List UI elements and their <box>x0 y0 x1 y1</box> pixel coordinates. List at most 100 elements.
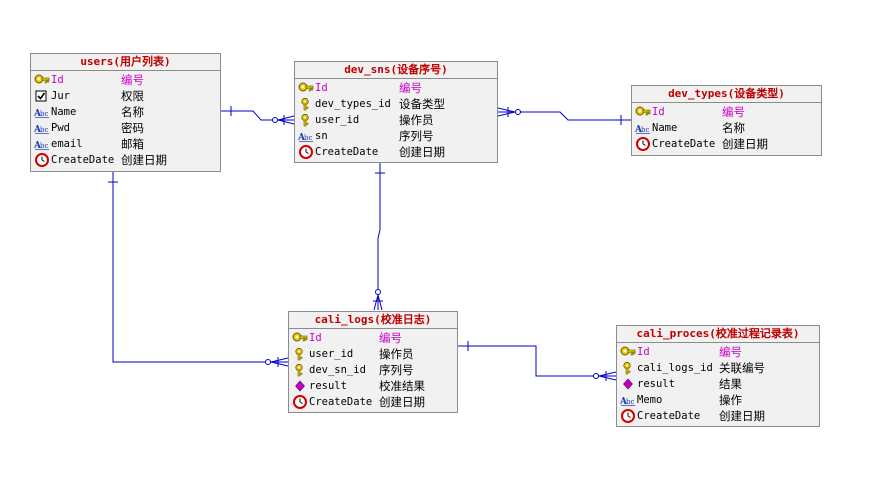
svg-text:b: b <box>626 398 631 406</box>
svg-text:b: b <box>641 126 646 134</box>
key-icon <box>34 73 50 87</box>
field-row[interactable]: CreateDate 创建日期 <box>31 152 220 168</box>
field-label: 编号 <box>121 73 144 87</box>
field-row[interactable]: Id 编号 <box>632 104 821 120</box>
field-label: 编号 <box>719 345 742 359</box>
relation-dev-sns-cali-logs <box>373 163 385 311</box>
field-row[interactable]: CreateDate 创建日期 <box>632 136 821 152</box>
field-label: 编号 <box>379 331 402 345</box>
field-row[interactable]: Id 编号 <box>31 72 220 88</box>
relation-cali-logs-cali-proces <box>458 341 617 381</box>
field-row[interactable]: CreateDate 创建日期 <box>295 144 497 160</box>
field-label: 设备类型 <box>399 97 445 111</box>
fk-icon <box>292 347 308 361</box>
field-name: dev_types_id <box>315 98 391 110</box>
field-label: 创建日期 <box>722 137 768 151</box>
field-name: Jur <box>51 90 70 102</box>
clock-icon <box>620 409 636 423</box>
field-name: CreateDate <box>652 138 716 150</box>
entity-title: cali_logs(校准日志) <box>289 312 457 329</box>
field-name: result <box>309 380 347 392</box>
field-label: 创建日期 <box>121 153 167 167</box>
svg-text:b: b <box>40 110 45 118</box>
field-label: 编号 <box>722 105 745 119</box>
field-name: Name <box>51 106 77 118</box>
svg-text:A: A <box>620 397 628 407</box>
entity-title: dev_sns(设备序号) <box>295 62 497 79</box>
svg-text:c: c <box>631 398 635 406</box>
field-label: 关联编号 <box>719 361 765 375</box>
clock-icon <box>298 145 314 159</box>
field-row[interactable]: user_id 操作员 <box>289 346 457 362</box>
field-label: 操作员 <box>379 347 414 361</box>
svg-text:A: A <box>34 109 42 119</box>
fk-icon <box>298 113 314 127</box>
field-label: 结果 <box>719 377 742 391</box>
field-name: CreateDate <box>637 410 701 422</box>
relation-users-dev-sns <box>221 106 295 125</box>
field-name: user_id <box>309 348 354 360</box>
key-icon <box>635 105 651 119</box>
entity-title: dev_types(设备类型) <box>632 86 821 103</box>
field-name: Pwd <box>51 122 70 134</box>
field-row[interactable]: Id 编号 <box>289 330 457 346</box>
entity-title: users(用户列表) <box>31 54 220 71</box>
relation-users-cali-logs <box>108 172 289 367</box>
field-name: user_id <box>315 114 360 126</box>
field-row[interactable]: dev_types_id 设备类型 <box>295 96 497 112</box>
svg-text:c: c <box>309 134 313 142</box>
svg-text:b: b <box>40 126 45 134</box>
field-label: 名称 <box>722 121 745 135</box>
clock-icon <box>635 137 651 151</box>
field-name: sn <box>315 130 328 142</box>
field-name: Id <box>309 332 322 344</box>
field-name: CreateDate <box>309 396 373 408</box>
field-name: Id <box>51 74 64 86</box>
diamond-icon <box>292 379 308 393</box>
field-label: 创建日期 <box>399 145 445 159</box>
svg-text:b: b <box>304 134 309 142</box>
key-icon <box>298 81 314 95</box>
svg-text:A: A <box>34 141 42 151</box>
fk-icon <box>298 97 314 111</box>
field-name: CreateDate <box>51 154 115 166</box>
field-label: 创建日期 <box>379 395 425 409</box>
field-label: 邮箱 <box>121 137 144 151</box>
key-icon <box>292 331 308 345</box>
field-row[interactable]: CreateDate 创建日期 <box>289 394 457 410</box>
relation-dev-types-dev-sns <box>497 107 631 125</box>
field-name: Id <box>637 346 650 358</box>
field-row[interactable]: Id 编号 <box>617 344 819 360</box>
svg-text:c: c <box>646 126 650 134</box>
field-label: 序列号 <box>399 129 434 143</box>
svg-text:A: A <box>34 125 42 135</box>
field-name: CreateDate <box>315 146 379 158</box>
svg-text:b: b <box>40 142 45 150</box>
field-name: Id <box>652 106 665 118</box>
svg-text:A: A <box>298 133 306 143</box>
